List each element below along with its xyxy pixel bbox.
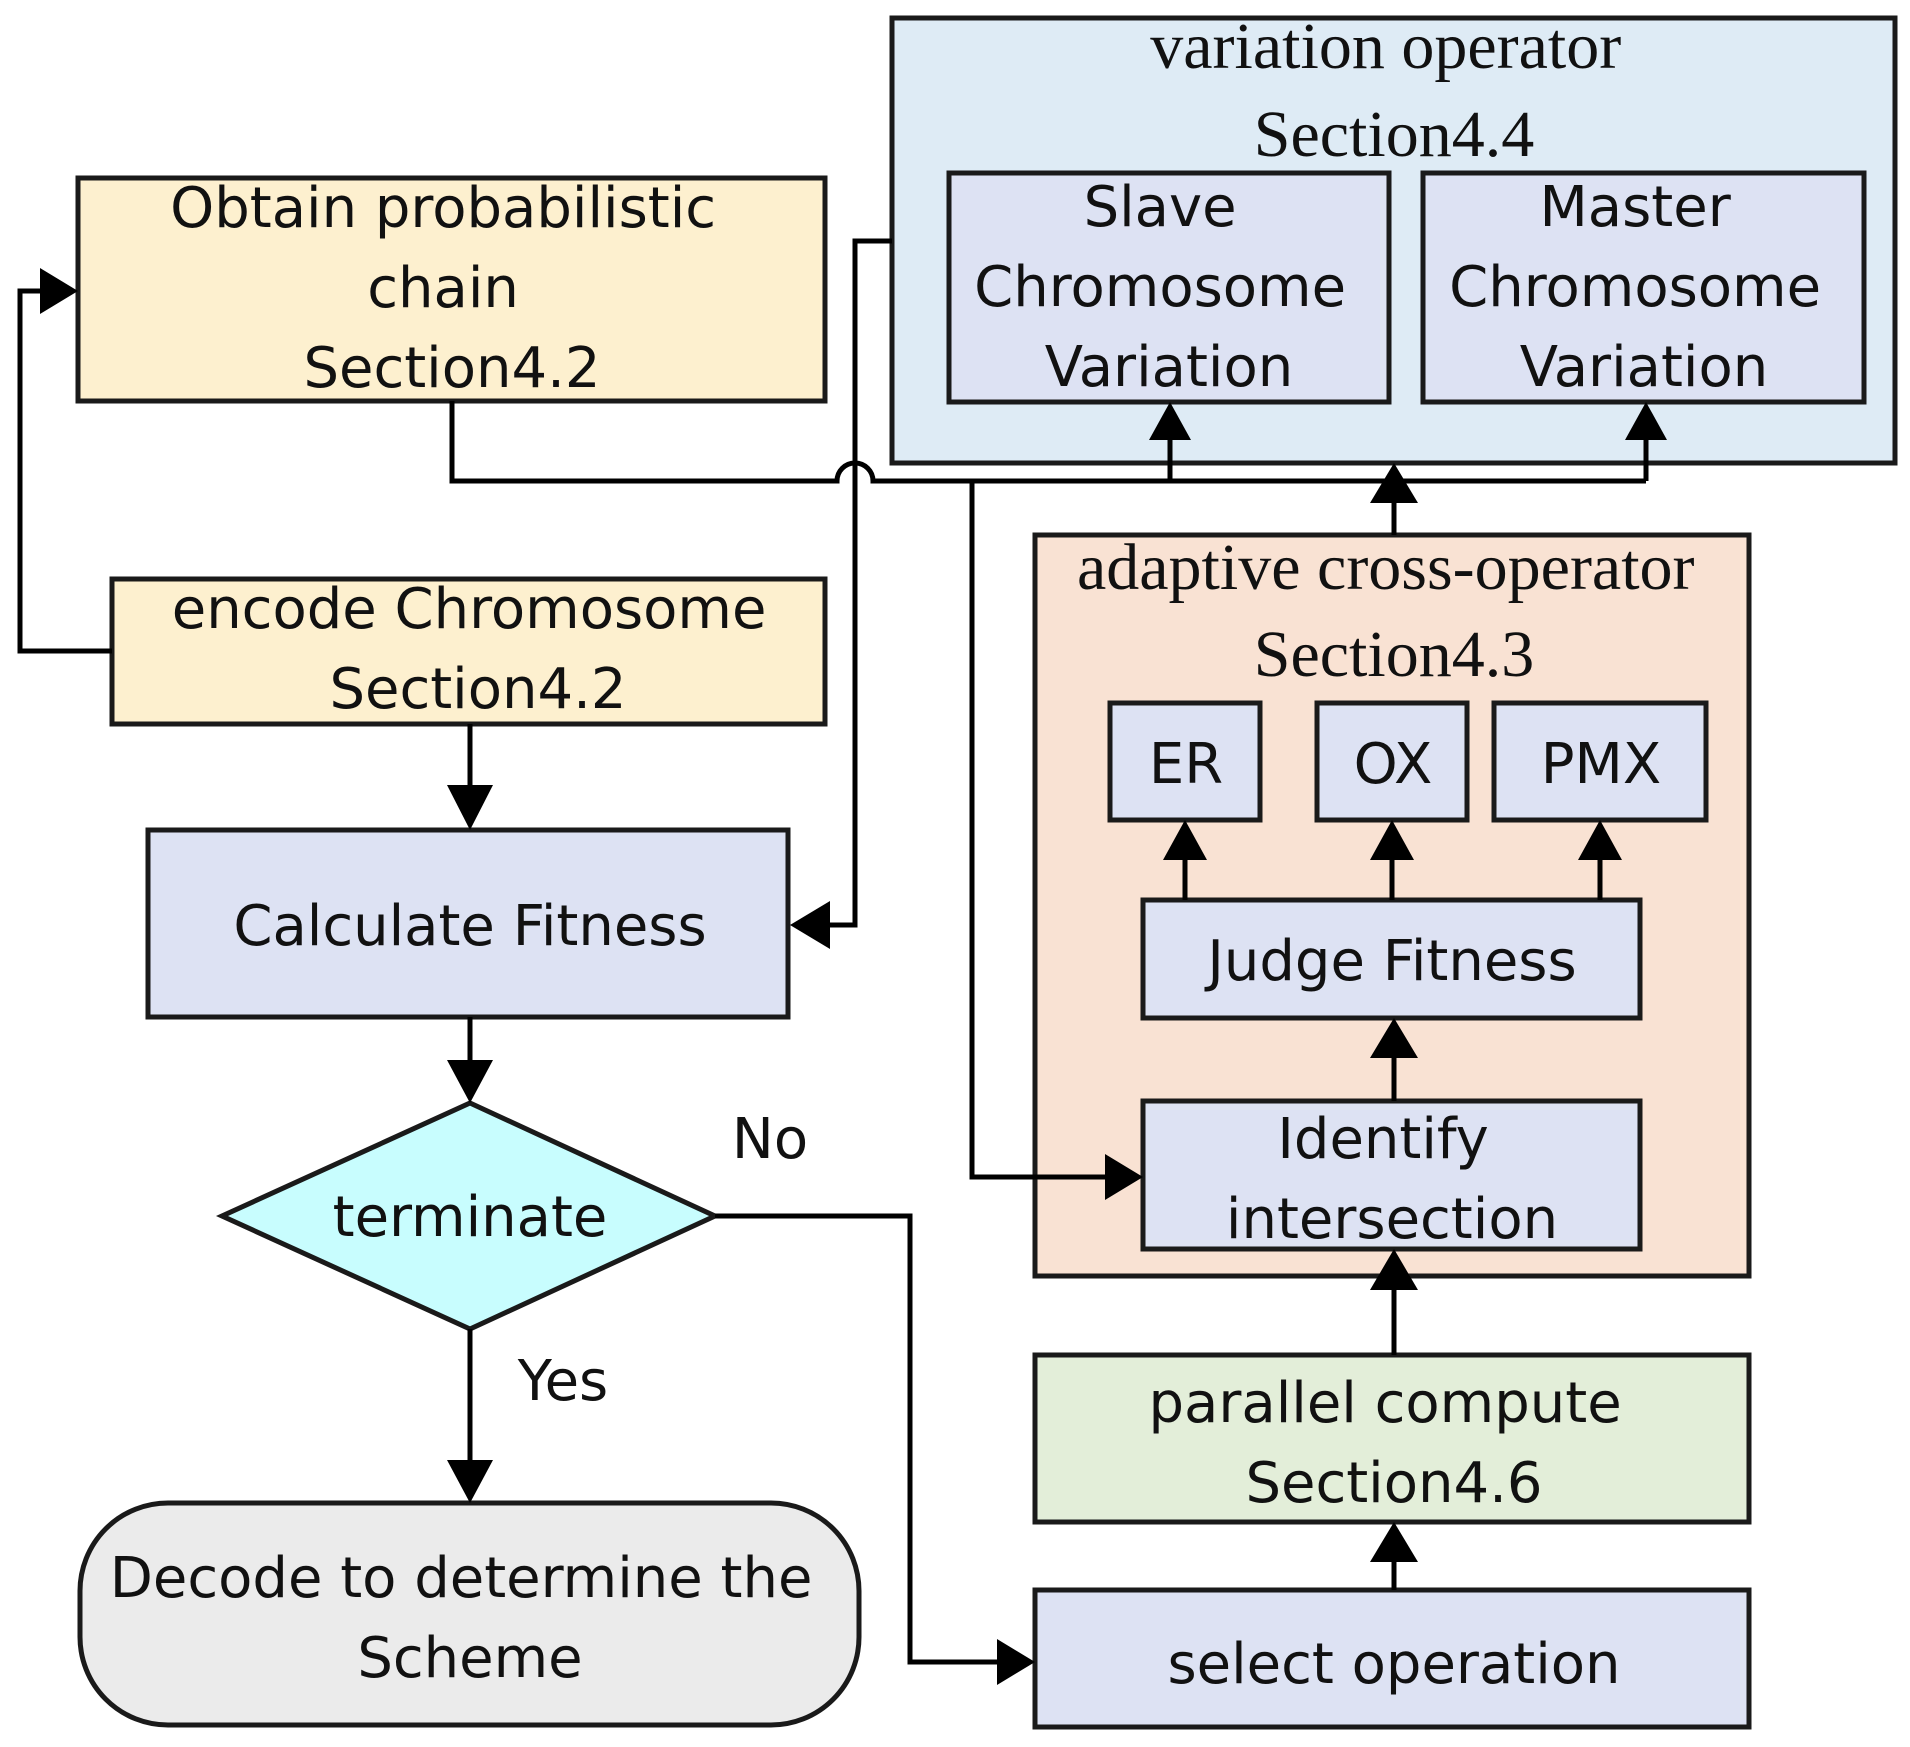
judge-fitness-box [1140, 897, 1643, 1021]
master-line-2: Chromosome [1449, 255, 1821, 320]
ox-label: OX [1354, 732, 1433, 797]
cross-operator-title: adaptive cross-operator [1077, 531, 1695, 604]
encode-line-2: Section4.2 [329, 657, 626, 722]
arrowhead-variation [1370, 463, 1418, 503]
slave-line-2: Chromosome [974, 255, 1346, 320]
arrowhead-slave [1149, 402, 1191, 440]
arrowhead-encode-fitness [447, 785, 493, 830]
parallel-box [1032, 1352, 1752, 1525]
arrowhead-identify [1105, 1154, 1143, 1200]
variation-operator-title: variation operator [1150, 10, 1621, 83]
svg-text:encode Chromosome Section4: encode Chromosome Section4.2 [172, 577, 785, 722]
parallel-line-2: Section4.6 [1245, 1451, 1542, 1516]
decode-terminal [77, 1500, 862, 1728]
svg-text:Obtain probabilistic chain: Obtain probabilistic chain Section4.2 [170, 176, 734, 401]
svg-text:variation operator Section: variation operator Section4.4 [1150, 10, 1637, 171]
svg-text:Identify intersection: Identify intersection [1226, 1107, 1558, 1252]
master-line-3: Variation [1520, 335, 1768, 400]
edge-variation-to-fitness [828, 238, 892, 928]
select-box [1032, 1587, 1752, 1730]
svg-text:Master Chromosome Vari: Master Chromosome Variation [1449, 175, 1839, 400]
terminate-label: terminate [333, 1185, 608, 1250]
svg-text:Slave Chromosome Varia: Slave Chromosome Variation [974, 175, 1364, 400]
arrowhead-parallel [1370, 1522, 1418, 1562]
arrowhead-ox [1370, 820, 1414, 860]
svg-text:Decode to determine the Sc: Decode to determine the Scheme [110, 1546, 830, 1691]
select-label: select operation [1167, 1632, 1620, 1697]
edge-bus-to-identify [969, 481, 1105, 1180]
pmx-label: PMX [1541, 732, 1661, 797]
master-variation-box [1420, 170, 1867, 405]
edge-encode-to-chain [17, 288, 112, 654]
arrowhead-terminate [447, 1060, 493, 1103]
slave-line-1: Slave [1084, 175, 1237, 240]
obtain-chain-line-1: Obtain probabilistic [170, 176, 716, 241]
arrowhead-select [997, 1639, 1035, 1685]
arrowhead-identify-up [1370, 1249, 1418, 1290]
cross-operator-section: Section4.3 [1254, 618, 1534, 691]
obtain-chain-box [75, 175, 828, 404]
arrowhead-pmx [1578, 820, 1622, 860]
decode-line-2: Scheme [357, 1626, 582, 1691]
arrowhead-decode [447, 1460, 493, 1503]
arrowhead-judge [1370, 1018, 1418, 1058]
edge-no [715, 1213, 997, 1665]
identify-box [1140, 1098, 1643, 1252]
arrowhead-master [1625, 402, 1667, 440]
identify-line-2: intersection [1226, 1187, 1558, 1252]
obtain-chain-line-3: Section4.2 [303, 336, 600, 401]
identify-line-1: Identify [1277, 1107, 1488, 1172]
variation-operator-section: Section4.4 [1254, 98, 1534, 171]
edge-label-yes: Yes [517, 1349, 608, 1414]
arrowhead-fitness [790, 901, 830, 949]
encode-line-1: encode Chromosome [172, 577, 767, 642]
parallel-line-1: parallel compute [1149, 1371, 1622, 1436]
judge-fitness-label: Judge Fitness [1204, 929, 1576, 994]
master-line-1: Master [1539, 175, 1731, 240]
arrowhead-chain [40, 268, 78, 314]
decode-line-1: Decode to determine the [110, 1546, 813, 1611]
calc-fitness-label: Calculate Fitness [233, 894, 706, 959]
encode-box [109, 576, 828, 727]
edge-label-no: No [732, 1107, 808, 1172]
arrowhead-er [1163, 820, 1207, 860]
er-label: ER [1149, 732, 1223, 797]
svg-text:parallel compute Section4.: parallel compute Section4.6 [1149, 1371, 1640, 1516]
slave-line-3: Variation [1045, 335, 1293, 400]
svg-text:adaptive cross-operator Se: adaptive cross-operator Section4.3 [1077, 531, 1711, 691]
obtain-chain-line-2: chain [367, 256, 519, 321]
slave-variation-box [946, 170, 1392, 405]
